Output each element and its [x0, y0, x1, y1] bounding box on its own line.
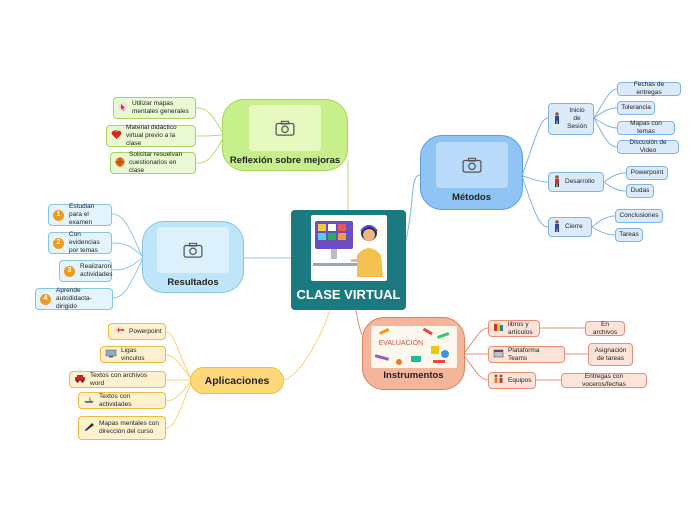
- instrumentos-group-libros[interactable]: libros y artículos: [488, 320, 540, 337]
- topic-metodos[interactable]: Métodos: [420, 135, 523, 210]
- metodos-image-placeholder: [435, 142, 508, 188]
- aplicaciones-item-1[interactable]: Powerpoint: [108, 323, 166, 340]
- resultados-image-placeholder: [157, 226, 229, 273]
- instrumentos-group-equipos[interactable]: Equipos: [488, 372, 536, 389]
- evaluacion-label: EVALUACIÓN: [378, 340, 424, 347]
- camera-icon: [275, 120, 295, 136]
- aplicaciones-item-2[interactable]: Ligas vinculos: [100, 346, 166, 363]
- central-topic[interactable]: CLASE VIRTUAL: [291, 210, 406, 310]
- central-title: CLASE VIRTUAL: [296, 287, 401, 302]
- metodos-desarrollo-child-2[interactable]: Dudas: [626, 184, 654, 198]
- topic-resultados[interactable]: Resultados: [142, 221, 244, 293]
- resultados-item-2[interactable]: 2 Con evidencias por temas: [48, 231, 112, 254]
- heart-icon: [111, 128, 122, 143]
- aplicaciones-item-4[interactable]: Textos con actividades: [78, 392, 166, 409]
- instrumentos-group-teams[interactable]: Plataforma Teams: [488, 346, 565, 363]
- number-badge: 3: [64, 265, 75, 277]
- monitor-icon: [105, 349, 117, 361]
- number-badge: 1: [53, 209, 64, 221]
- instrumentos-title: Instrumentos: [383, 370, 444, 381]
- central-illustration: [310, 215, 387, 281]
- resultados-item-4[interactable]: 4 Aprende autodidacta-dirigido: [35, 287, 113, 310]
- person-icon: [553, 174, 561, 190]
- metodos-inicio-child-2[interactable]: Tolerancia: [617, 101, 655, 115]
- car-icon: [74, 374, 86, 386]
- metodos-cierre-child-2[interactable]: Tareas: [615, 228, 643, 242]
- metodos-inicio-child-1[interactable]: Fechas de entregas: [617, 81, 681, 96]
- instrumentos-teams-child[interactable]: Asignación de tareas: [588, 343, 633, 366]
- metodos-title: Métodos: [451, 192, 492, 203]
- metodos-cierre-child-1[interactable]: Conclusiones: [615, 209, 663, 223]
- reflexion-item-3[interactable]: Solicitar resuelvan cuestionarios en cla…: [110, 151, 196, 174]
- metodos-inicio-child-4[interactable]: Discusión de Video: [617, 139, 679, 154]
- topic-reflexion[interactable]: Reflexión sobre mejoras: [222, 99, 348, 171]
- number-badge: 2: [53, 237, 64, 249]
- reflexion-title: Reflexión sobre mejoras: [229, 154, 341, 166]
- instrumentos-libros-child[interactable]: En archivos: [585, 321, 625, 336]
- instrumentos-equipos-child[interactable]: Entregas con voceros/fechas: [561, 373, 647, 388]
- resultados-item-3[interactable]: 3 Realizaron actividades: [59, 260, 113, 282]
- pen-icon: [83, 422, 95, 435]
- metodos-group-cierre[interactable]: Cierre: [548, 217, 592, 237]
- metodos-group-desarrollo[interactable]: Desarrollo: [548, 172, 604, 192]
- reflexion-item-2[interactable]: Material didáctico virtual previo a la c…: [106, 124, 196, 147]
- resultados-title: Resultados: [167, 276, 219, 288]
- cursor-icon: [118, 102, 128, 115]
- topic-aplicaciones[interactable]: Aplicaciones: [190, 367, 284, 394]
- number-badge: 4: [40, 293, 51, 305]
- camera-icon: [461, 157, 482, 173]
- boat-icon: [83, 395, 95, 407]
- topic-instrumentos[interactable]: EVALUACIÓN Instrumentos: [362, 317, 465, 390]
- reflexion-item-1[interactable]: Utilizar mapas mentales generales: [113, 97, 196, 119]
- reflexion-image-placeholder: [249, 104, 321, 151]
- instrumentos-illustration: EVALUACIÓN: [370, 326, 457, 368]
- person-icon: [553, 219, 561, 235]
- metodos-desarrollo-child-1[interactable]: Powerpoint: [626, 166, 668, 180]
- books-icon: [493, 322, 504, 335]
- person-icon: [553, 111, 561, 127]
- camera-icon: [183, 242, 203, 258]
- airplane-icon: [113, 326, 125, 337]
- basketball-icon: [115, 156, 125, 170]
- metodos-group-inicio[interactable]: Inicio de Sesión: [548, 103, 594, 135]
- metodos-inicio-child-3[interactable]: Mapas con temas: [617, 120, 675, 135]
- aplicaciones-item-3[interactable]: Textos con archivos word: [69, 371, 166, 388]
- resultados-item-1[interactable]: 1 Estudian para el examen: [48, 203, 112, 226]
- aplicaciones-item-5[interactable]: Mapas mentales con dirección del curso: [78, 416, 166, 440]
- calendar-icon: [493, 348, 504, 361]
- people-icon: [493, 374, 504, 387]
